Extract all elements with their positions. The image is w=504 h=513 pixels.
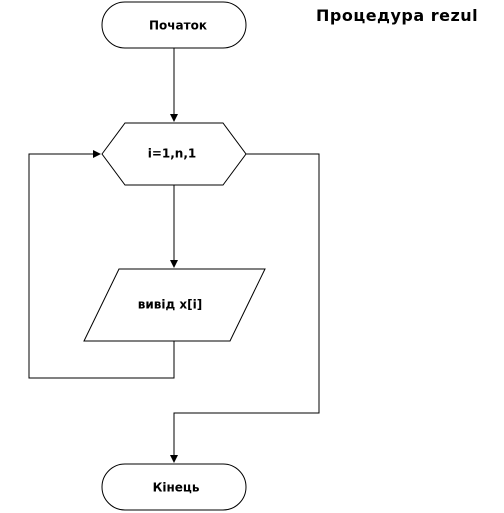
loop-node: i=1,n,1 (101, 122, 247, 186)
edge-loop-exit (170, 153, 320, 463)
edge-loop-back (28, 150, 175, 379)
loop-label: i=1,n,1 (148, 147, 197, 161)
end-node: Кінець (101, 463, 247, 511)
output-label: вивід x[i] (138, 298, 202, 312)
diagram-title: Процедура rezul (316, 6, 479, 25)
output-node: вивід x[i] (83, 268, 266, 342)
start-label: Початок (149, 19, 207, 33)
end-label: Кінець (153, 481, 200, 495)
start-node: Початок (101, 1, 247, 49)
